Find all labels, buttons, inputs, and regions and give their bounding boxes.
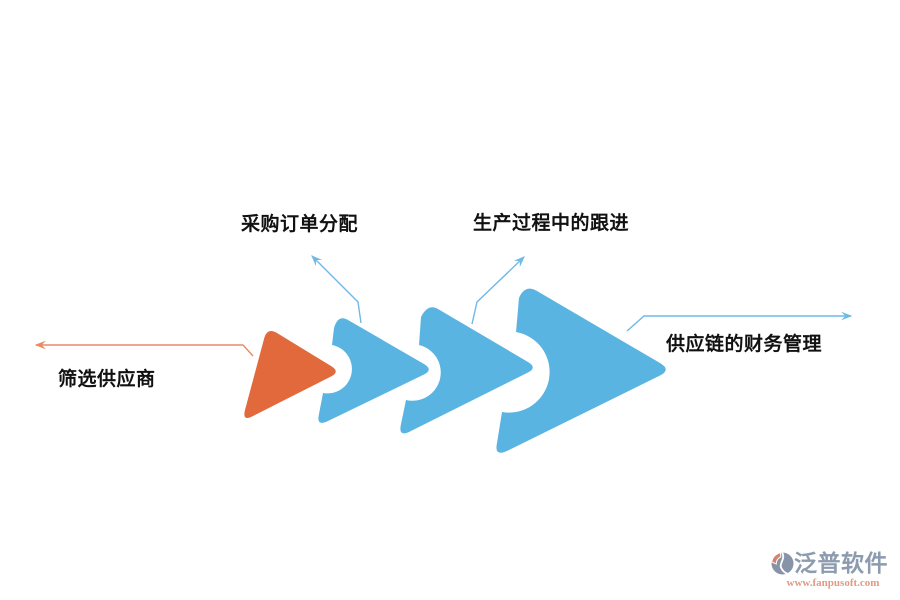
fanpu-logo-icon (771, 551, 794, 575)
label-step-4: 供应链的财务管理 (666, 334, 823, 355)
leader-line-step-4 (626, 311, 853, 332)
label-step-3: 生产过程中的跟进 (473, 213, 630, 234)
watermark-url: www.fanpusoft.com (786, 577, 880, 589)
watermark-brand-row: 泛普软件 (770, 550, 896, 576)
leader-line-step-2 (311, 255, 362, 324)
chevron-step-2 (318, 318, 429, 423)
leader-line-step-1 (34, 340, 254, 357)
watermark: 泛普软件 www.fanpusoft.com (770, 550, 896, 589)
chevron-step-1 (244, 331, 336, 418)
leader-line-step-3 (471, 256, 525, 325)
chevron-step-3 (400, 307, 533, 434)
label-step-2: 采购订单分配 (241, 214, 359, 235)
chevron-step-4 (496, 288, 666, 453)
watermark-brand-text: 泛普软件 (794, 550, 888, 576)
label-step-1: 筛选供应商 (58, 369, 156, 390)
